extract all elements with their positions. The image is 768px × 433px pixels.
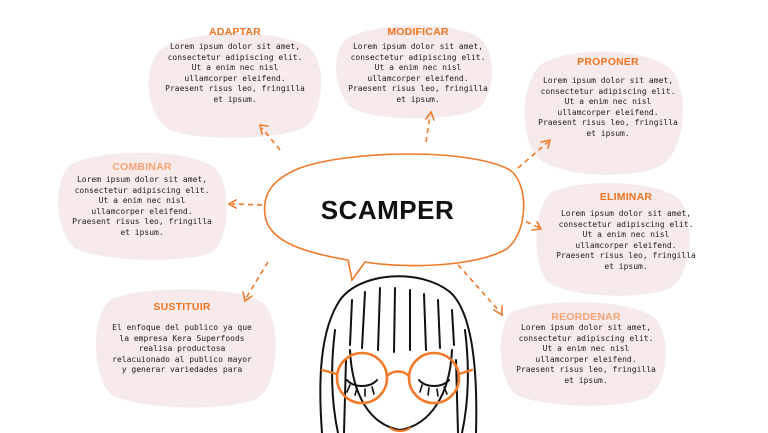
arrow-adaptar (261, 127, 281, 151)
glasses-left-arm (320, 368, 339, 376)
hair-strands (349, 287, 455, 353)
node-combinar: COMBINAR Lorem ipsum dolor sit amet, con… (62, 161, 222, 239)
blob-proponer (524, 51, 683, 175)
glasses-bridge (385, 370, 411, 378)
blob-combinar (58, 152, 227, 260)
node-adaptar: ADAPTAR Lorem ipsum dolor sit amet, cons… (155, 26, 315, 106)
arrow-sustituir (245, 261, 269, 299)
arrowhead-combinar (227, 199, 237, 209)
node-text-adaptar: Lorem ipsum dolor sit amet, consectetur … (165, 42, 305, 104)
arrow-reordenar (451, 257, 501, 313)
speech-bubble (263, 153, 525, 282)
arrow-heads (227, 110, 552, 317)
node-text-proponer: Lorem ipsum dolor sit amet, consectetur … (538, 76, 678, 138)
node-modificar: MODIFICAR Lorem ipsum dolor sit amet, co… (338, 26, 498, 106)
glasses-right-arm (457, 368, 474, 376)
node-eliminar: ELIMINAR Lorem ipsum dolor sit amet, con… (546, 191, 706, 273)
node-text-reordenar: Lorem ipsum dolor sit amet, consectetur … (516, 323, 656, 385)
glasses-right-lens-icon (407, 351, 461, 405)
mouth (389, 427, 411, 432)
blob-modificar (336, 25, 493, 119)
node-title-combinar: COMBINAR (112, 161, 172, 173)
arrowhead-proponer (540, 138, 552, 149)
glasses-left-lens-icon (335, 351, 389, 405)
node-title-modificar: MODIFICAR (387, 26, 449, 38)
arrowhead-sustituir (242, 291, 253, 303)
node-sustituir: SUSTITUIR El enfoque del publico ya que … (102, 301, 262, 376)
arrowhead-modificar (425, 110, 435, 121)
node-title-eliminar: ELIMINAR (599, 191, 653, 203)
arrowhead-reordenar (493, 305, 503, 317)
blob-sustituir (95, 289, 276, 408)
lashes-left (346, 384, 375, 397)
hair-right-side (455, 329, 469, 433)
arrow-combinar (231, 203, 263, 206)
hair-left-side (331, 329, 347, 433)
node-text-sustituir: El enfoque del publico ya que la empresa… (112, 323, 252, 375)
arrowhead-eliminar (531, 221, 543, 231)
arrow-proponer (517, 141, 549, 169)
node-proponer: PROPONER Lorem ipsum dolor sit amet, con… (528, 56, 688, 140)
arrowhead-adaptar (258, 124, 269, 135)
node-title-sustituir: SUSTITUIR (153, 301, 211, 313)
arrow-modificar (425, 114, 431, 143)
node-title-reordenar: REORDENAR (551, 311, 621, 323)
background-blobs (58, 25, 690, 408)
closed-eye-right-icon (418, 379, 450, 387)
node-reordenar: REORDENAR Lorem ipsum dolor sit amet, co… (506, 311, 666, 387)
lashes-right (419, 384, 448, 397)
node-text-eliminar: Lorem ipsum dolor sit amet, consectetur … (556, 209, 696, 271)
blob-reordenar (500, 302, 666, 406)
hair-outline-icon (319, 275, 478, 433)
node-text-combinar: Lorem ipsum dolor sit amet, consectetur … (72, 175, 212, 237)
closed-eye-left-icon (346, 379, 378, 387)
blob-eliminar (536, 182, 690, 296)
node-title-proponer: PROPONER (577, 56, 639, 68)
center-title: SCAMPER (320, 195, 455, 225)
node-title-adaptar: ADAPTAR (209, 26, 261, 38)
blob-adaptar (148, 33, 322, 138)
girl-illustration (319, 275, 478, 433)
node-text-modificar: Lorem ipsum dolor sit amet, consectetur … (348, 42, 488, 104)
